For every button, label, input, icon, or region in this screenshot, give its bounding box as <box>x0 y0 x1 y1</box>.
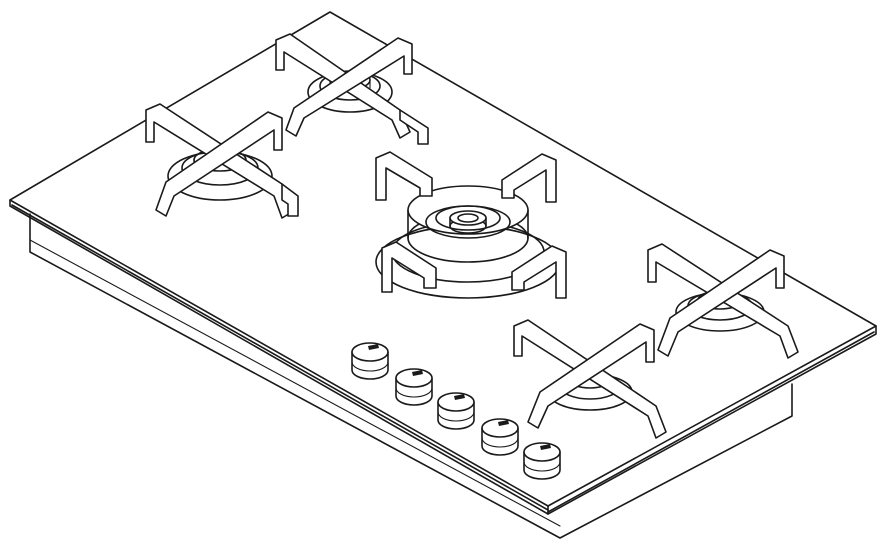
hob-top-edge-right <box>547 325 877 515</box>
knob-4 <box>481 418 519 456</box>
grate-center-wok <box>375 151 567 299</box>
grate-left <box>145 103 299 219</box>
knob-2 <box>395 368 433 406</box>
hob-body <box>9 11 877 539</box>
grate-back-left <box>275 33 429 145</box>
control-knobs <box>351 342 561 480</box>
knob-5 <box>523 442 561 480</box>
grate-right <box>647 243 799 359</box>
grates <box>145 33 799 439</box>
hob-top-edge-lines <box>11 204 875 513</box>
knob-1 <box>351 342 389 380</box>
hob-top-surface <box>9 11 877 507</box>
hob-lower-box-shade <box>29 239 561 527</box>
grate-front-center <box>513 319 667 439</box>
hob-lower-box <box>29 213 793 539</box>
knob-3 <box>437 392 475 430</box>
